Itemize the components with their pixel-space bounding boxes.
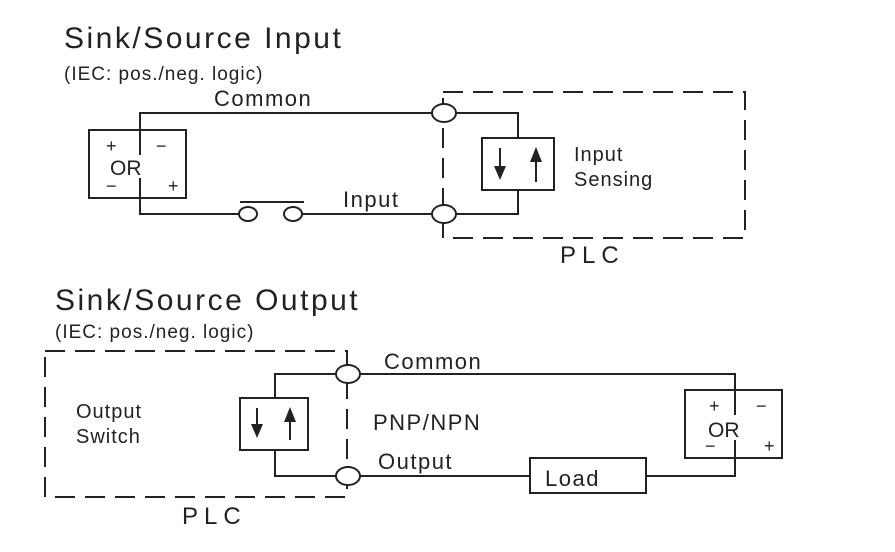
output-terminal <box>335 466 361 486</box>
sensor-minus-top: − <box>156 136 167 156</box>
supply-plus-top: + <box>709 396 720 416</box>
supply-plus-bottom: + <box>764 436 775 456</box>
output-switch-line2: Switch <box>76 426 141 448</box>
load-box <box>529 457 647 494</box>
arrow-down-icon <box>251 424 263 438</box>
arrow-up-icon <box>284 407 296 422</box>
input-sensing-line2: Sensing <box>574 169 653 191</box>
input-switch <box>238 201 304 222</box>
output-load: Load <box>529 457 647 494</box>
input-sensing-element <box>481 137 555 191</box>
input-section: Sink/Source Input (IEC: pos./neg. logic)… <box>64 22 746 269</box>
switch-contact-right <box>283 206 303 222</box>
input-plc-label: PLC <box>560 242 625 269</box>
input-sensor-wire <box>139 198 238 215</box>
input-common-internal-wire <box>454 112 519 138</box>
output-common-wire <box>359 373 736 390</box>
output-switch-line1: Output <box>76 401 142 423</box>
output-section: Sink/Source Output (IEC: pos./neg. logic… <box>44 284 783 530</box>
input-sensor: + − OR − + <box>88 129 187 199</box>
output-supply: + − OR − + <box>684 389 783 459</box>
output-subtitle: (IEC: pos./neg. logic) <box>55 322 254 343</box>
input-subtitle: (IEC: pos./neg. logic) <box>64 64 263 85</box>
input-terminal <box>431 204 457 224</box>
output-internal-wire <box>274 450 337 477</box>
output-load-wire <box>646 458 736 477</box>
sensor-minus-bottom: − <box>106 176 117 196</box>
input-common-terminal <box>431 103 457 123</box>
supply-label: OR <box>708 419 740 442</box>
output-supply-box <box>684 389 783 459</box>
arrow-down-icon <box>494 166 506 180</box>
sensor-label: OR <box>110 157 142 180</box>
input-sensing-box <box>481 137 555 191</box>
arrow-up-icon <box>530 147 542 162</box>
input-title: Sink/Source Input <box>64 22 343 55</box>
output-title: Sink/Source Output <box>55 284 360 317</box>
output-switch-element <box>239 397 309 451</box>
output-label: Output <box>378 449 453 474</box>
output-switch-box <box>239 397 309 451</box>
switch-contact-left <box>238 206 258 222</box>
input-label: Input <box>343 187 399 212</box>
input-plc-boundary <box>442 91 746 239</box>
output-type-label: PNP/NPN <box>373 410 481 435</box>
output-plc-boundary <box>44 350 348 498</box>
supply-minus-bottom: − <box>705 436 716 456</box>
supply-minus-top: − <box>756 396 767 416</box>
load-label: Load <box>545 466 600 491</box>
sensor-plus-bottom: + <box>168 176 179 196</box>
output-common-label: Common <box>384 349 482 374</box>
input-internal-wire <box>454 190 519 215</box>
sensor-plus-top: + <box>106 136 117 156</box>
output-plc-label: PLC <box>182 503 247 530</box>
input-sensing-line1: Input <box>574 144 623 166</box>
input-common-label: Common <box>214 86 312 111</box>
output-common-terminal <box>335 364 361 384</box>
input-common-wire <box>139 112 434 130</box>
input-sensor-box <box>88 129 187 199</box>
output-common-internal-wire <box>274 373 337 398</box>
